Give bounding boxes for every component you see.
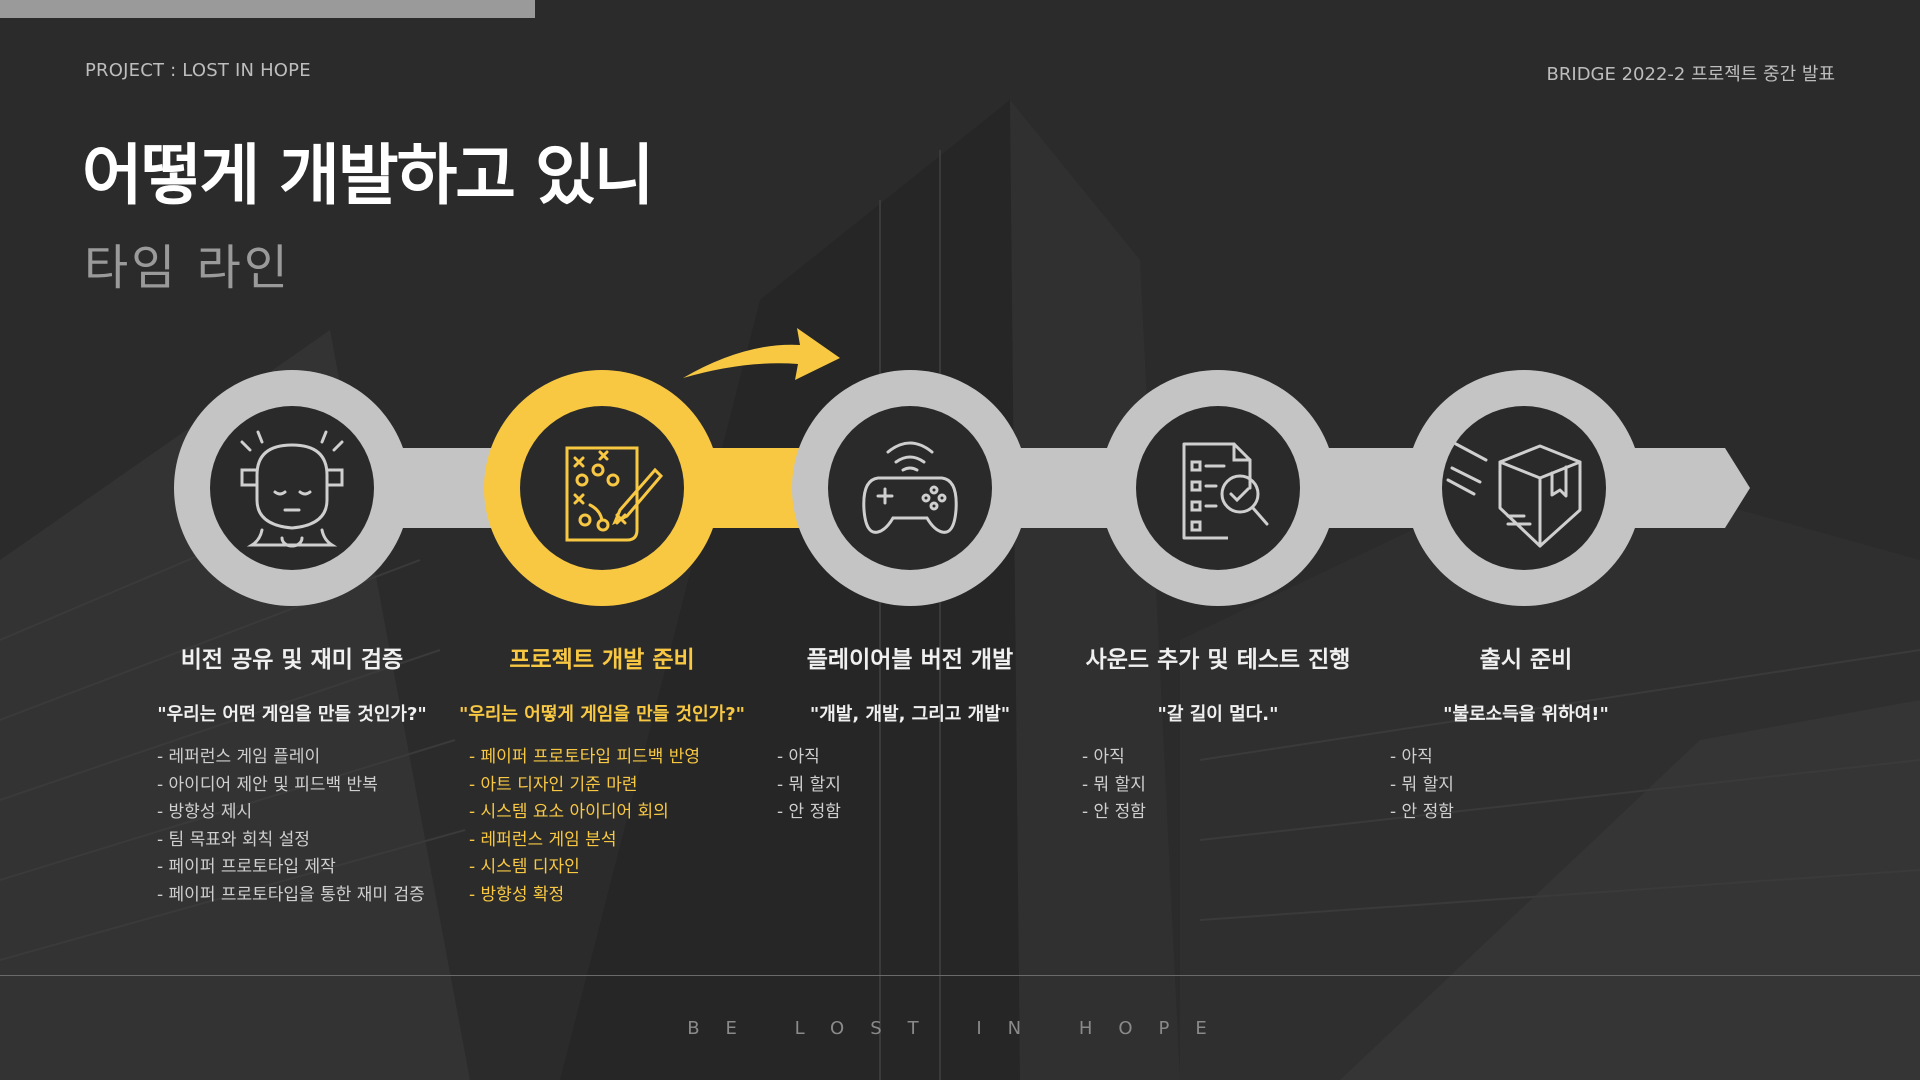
timeline-step-1: 비전 공유 및 재미 검증 "우리는 어떤 게임을 만들 것인가?" - 레퍼런… xyxy=(132,640,452,909)
timeline-node-2 xyxy=(484,370,720,606)
step-title: 출시 준비 xyxy=(1479,647,1573,673)
list-item: - 안 정함 xyxy=(777,802,841,822)
list-item: - 아직 xyxy=(777,747,820,767)
step-quote: "갈 길이 멀다." xyxy=(1157,704,1279,725)
step-task-list: - 아직 - 뭐 할지 - 안 정함 xyxy=(1366,744,1686,827)
footer-tagline: BE LOST IN HOPE xyxy=(687,1018,1233,1039)
step-task-list: - 레퍼런스 게임 플레이 - 아이디어 제안 및 피드백 반복 - 방향성 제… xyxy=(132,744,452,909)
top-accent-bar xyxy=(0,0,535,18)
step-quote: "우리는 어떻게 게임을 만들 것인가?" xyxy=(458,704,746,725)
list-item: - 아직 xyxy=(1390,747,1433,767)
step-title: 플레이어블 버전 개발 xyxy=(806,647,1014,673)
list-item: - 아트 디자인 기준 마련 xyxy=(469,774,638,795)
list-item: - 페이퍼 프로토타입을 통한 재미 검증 xyxy=(157,884,425,905)
list-item: - 레퍼런스 게임 분석 xyxy=(469,829,617,850)
timeline-step-5: 출시 준비 "불로소득을 위하여!" - 아직 - 뭐 할지 - 안 정함 xyxy=(1366,640,1686,827)
test-checklist-icon xyxy=(1182,442,1269,540)
event-label: BRIDGE 2022-2 프로젝트 중간 발표 xyxy=(1546,64,1835,85)
timeline-step-2: 프로젝트 개발 준비 "우리는 어떻게 게임을 만들 것인가?" - 페이퍼 프… xyxy=(442,640,762,909)
timeline-node-3 xyxy=(792,370,1028,606)
package-box-icon xyxy=(1446,442,1582,548)
timeline-step-3: 플레이어블 버전 개발 "개발, 개발, 그리고 개발" - 아직 - 뭐 할지… xyxy=(750,640,1070,827)
list-item: - 뭐 할지 xyxy=(1082,774,1146,795)
step-task-list: - 페이퍼 프로토타입 피드백 반영 - 아트 디자인 기준 마련 - 시스템 … xyxy=(442,744,762,909)
list-item: - 아직 xyxy=(1082,747,1125,767)
step-quote: "우리는 어떤 게임을 만들 것인가?" xyxy=(157,704,427,725)
list-item: - 안 정함 xyxy=(1390,802,1454,822)
progress-arrow-icon xyxy=(683,328,840,380)
step-task-list: - 아직 - 뭐 할지 - 안 정함 xyxy=(750,744,1070,827)
list-item: - 시스템 디자인 xyxy=(469,857,580,877)
step-title: 사운드 추가 및 테스트 진행 xyxy=(1085,647,1351,673)
step-title: 프로젝트 개발 준비 xyxy=(509,647,695,673)
list-item: - 팀 목표와 회칙 설정 xyxy=(157,829,310,850)
project-label: PROJECT : LOST IN HOPE xyxy=(85,60,311,81)
list-item: - 뭐 할지 xyxy=(1390,774,1454,795)
thinking-person-icon xyxy=(240,430,344,548)
step-quote: "불로소득을 위하여!" xyxy=(1443,704,1609,725)
step-quote: "개발, 개발, 그리고 개발" xyxy=(809,704,1011,725)
timeline-node-1 xyxy=(174,370,410,606)
step-title: 비전 공유 및 재미 검증 xyxy=(180,647,404,673)
list-item: - 방향성 확정 xyxy=(469,884,565,905)
list-item: - 페이퍼 프로토타입 피드백 반영 xyxy=(469,747,701,767)
timeline-node-5 xyxy=(1406,370,1642,606)
list-item: - 방향성 제시 xyxy=(157,802,253,822)
timeline-step-4: 사운드 추가 및 테스트 진행 "갈 길이 멀다." - 아직 - 뭐 할지 -… xyxy=(1058,640,1378,827)
page-subtitle: 타임 라인 xyxy=(84,240,291,296)
strategy-plan-icon xyxy=(565,446,664,542)
step-task-list: - 아직 - 뭐 할지 - 안 정함 xyxy=(1058,744,1378,827)
list-item: - 안 정함 xyxy=(1082,802,1146,822)
timeline-node-4 xyxy=(1100,370,1336,606)
gamepad-icon xyxy=(862,441,958,534)
footer-divider xyxy=(0,975,1920,976)
page-title: 어떻게 개발하고 있니 xyxy=(82,137,654,214)
list-item: - 뭐 할지 xyxy=(777,774,841,795)
list-item: - 레퍼런스 게임 플레이 xyxy=(157,747,321,767)
list-item: - 시스템 요소 아이디어 회의 xyxy=(469,802,669,822)
list-item: - 페이퍼 프로토타입 제작 xyxy=(157,857,336,877)
list-item: - 아이디어 제안 및 피드백 반복 xyxy=(157,774,378,795)
